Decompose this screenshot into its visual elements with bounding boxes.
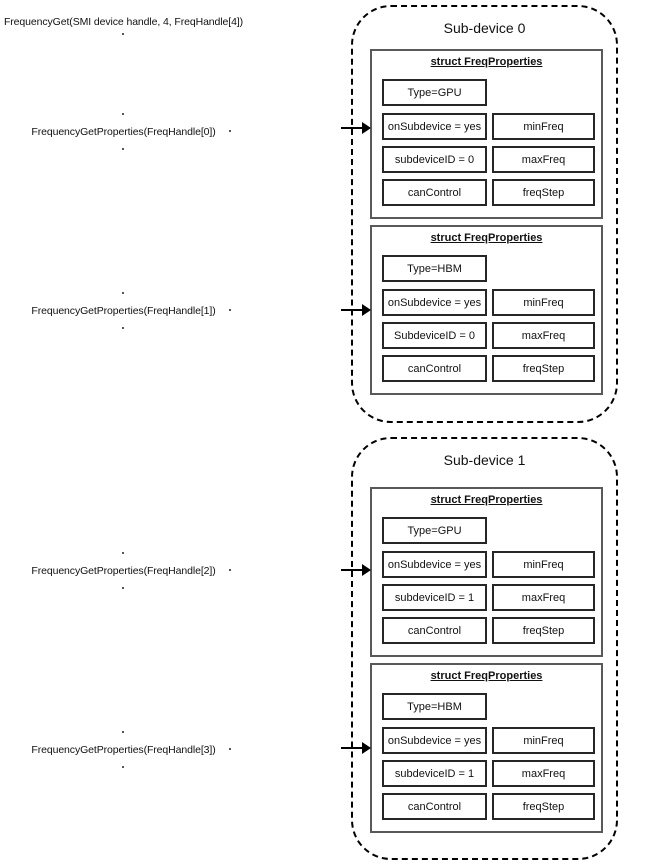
can-control-field: canControl — [382, 355, 487, 382]
arrow-right-icon — [341, 304, 371, 316]
on-subdevice-field: onSubdevice = yes — [382, 113, 487, 140]
subdevice-id-field: subdeviceID = 0 — [382, 146, 487, 173]
frequency-get-properties-call-3: FrequencyGetProperties(FreqHandle[3]) — [22, 735, 225, 764]
connector-dot — [122, 148, 124, 150]
struct-heading: struct FreqProperties — [430, 232, 543, 244]
connector-dot — [122, 731, 124, 733]
struct-heading: struct FreqProperties — [430, 56, 543, 68]
struct-heading: struct FreqProperties — [430, 670, 543, 682]
connector-dot — [229, 309, 231, 311]
frequency-get-properties-call-1: FrequencyGetProperties(FreqHandle[1]) — [22, 296, 225, 325]
max-freq-field: maxFreq — [492, 760, 595, 787]
frequency-get-call-label: FrequencyGet(SMI device handle, 4, FreqH… — [0, 9, 247, 35]
subdevice-id-field: subdeviceID = 1 — [382, 760, 487, 787]
connector-dot — [122, 587, 124, 589]
freq-step-field: freqStep — [492, 355, 595, 382]
can-control-field: canControl — [382, 793, 487, 820]
on-subdevice-field: onSubdevice = yes — [382, 289, 487, 316]
connector-dot — [122, 327, 124, 329]
struct-freqproperties-sub1-hbm: struct FreqProperties Type=HBM onSubdevi… — [370, 663, 603, 833]
subdevice-id-field: SubdeviceID = 0 — [382, 322, 487, 349]
arrow-right-icon — [341, 742, 371, 754]
connector-dot — [229, 130, 231, 132]
can-control-field: canControl — [382, 179, 487, 206]
min-freq-field: minFreq — [492, 113, 595, 140]
connector-dot — [229, 569, 231, 571]
connector-dot — [229, 748, 231, 750]
can-control-field: canControl — [382, 617, 487, 644]
min-freq-field: minFreq — [492, 727, 595, 754]
connector-dot — [122, 766, 124, 768]
type-field: Type=HBM — [382, 255, 487, 282]
struct-freqproperties-sub0-gpu: struct FreqProperties Type=GPU onSubdevi… — [370, 49, 603, 219]
min-freq-field: minFreq — [492, 289, 595, 316]
struct-heading: struct FreqProperties — [430, 494, 543, 506]
subdevice-0-title: Sub-device 0 — [443, 20, 526, 36]
max-freq-field: maxFreq — [492, 322, 595, 349]
type-field: Type=GPU — [382, 517, 487, 544]
frequency-get-properties-call-2: FrequencyGetProperties(FreqHandle[2]) — [22, 556, 225, 585]
on-subdevice-field: onSubdevice = yes — [382, 551, 487, 578]
arrow-right-icon — [341, 122, 371, 134]
subdevice-1-title: Sub-device 1 — [443, 452, 526, 468]
subdevice-id-field: subdeviceID = 1 — [382, 584, 487, 611]
freq-step-field: freqStep — [492, 793, 595, 820]
freq-step-field: freqStep — [492, 179, 595, 206]
connector-dot — [122, 33, 124, 35]
max-freq-field: maxFreq — [492, 146, 595, 173]
connector-dot — [122, 113, 124, 115]
arrow-right-icon — [341, 564, 371, 576]
max-freq-field: maxFreq — [492, 584, 595, 611]
struct-freqproperties-sub1-gpu: struct FreqProperties Type=GPU onSubdevi… — [370, 487, 603, 657]
type-field: Type=GPU — [382, 79, 487, 106]
struct-freqproperties-sub0-hbm: struct FreqProperties Type=HBM onSubdevi… — [370, 225, 603, 395]
freq-step-field: freqStep — [492, 617, 595, 644]
connector-dot — [122, 292, 124, 294]
connector-dot — [122, 552, 124, 554]
min-freq-field: minFreq — [492, 551, 595, 578]
type-field: Type=HBM — [382, 693, 487, 720]
frequency-get-properties-call-0: FrequencyGetProperties(FreqHandle[0]) — [22, 117, 225, 146]
on-subdevice-field: onSubdevice = yes — [382, 727, 487, 754]
